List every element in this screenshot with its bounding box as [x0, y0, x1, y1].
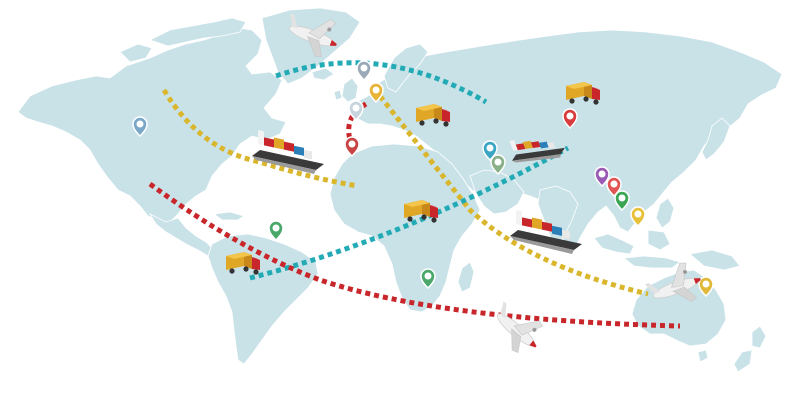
pin-belgium[interactable] — [368, 82, 384, 103]
pin-philippines[interactable] — [630, 206, 646, 227]
eurasia-landmass — [349, 29, 783, 251]
pin-south-asia[interactable] — [606, 176, 622, 197]
madagascar-landmass — [457, 261, 475, 293]
pin-brazil[interactable] — [268, 220, 284, 241]
arctic-islands-landmass — [148, 17, 247, 47]
pin-thailand[interactable] — [594, 166, 610, 187]
indonesia-landmass — [647, 229, 671, 251]
new-zealand-landmass — [733, 349, 753, 373]
cargo-plane-icon[interactable] — [482, 294, 551, 362]
pin-spain[interactable] — [344, 136, 360, 157]
indonesia-landmass — [593, 233, 635, 255]
pin-uae[interactable] — [490, 154, 506, 175]
japan-landmass — [701, 117, 731, 161]
indonesia-landmass — [622, 255, 681, 269]
north-america-landmass — [17, 27, 287, 223]
route-yellow-europe-australia — [378, 94, 649, 297]
pin-uk[interactable] — [356, 60, 372, 81]
south-america-landmass — [207, 233, 319, 365]
pin-china[interactable] — [562, 108, 578, 129]
container-ship-icon[interactable] — [252, 130, 324, 174]
arctic-islands-landmass — [119, 43, 153, 63]
route-teal-south-america-china — [249, 145, 570, 281]
pin-zambia[interactable] — [420, 268, 436, 289]
pin-turkey[interactable] — [482, 140, 498, 161]
caribbean-landmass — [212, 211, 245, 221]
route-yellow-north-america-europe — [161, 88, 359, 189]
british-isles-landmass — [341, 77, 359, 103]
location-pins — [132, 60, 714, 297]
new-zealand-landmass — [751, 325, 767, 349]
iceland-landmass — [311, 67, 335, 81]
landmasses — [17, 7, 783, 373]
philippines-landmass — [655, 197, 675, 229]
scandinavia-landmass — [383, 43, 429, 93]
route-teal-greenland-russia — [275, 60, 488, 105]
pin-vietnam[interactable] — [614, 190, 630, 211]
pin-netherlands[interactable] — [348, 100, 364, 121]
pin-canada[interactable] — [132, 116, 148, 137]
british-isles-landmass — [333, 89, 343, 101]
tasmania-landmass — [697, 349, 709, 363]
pin-australia[interactable] — [698, 276, 714, 297]
new-guinea-landmass — [689, 249, 741, 271]
